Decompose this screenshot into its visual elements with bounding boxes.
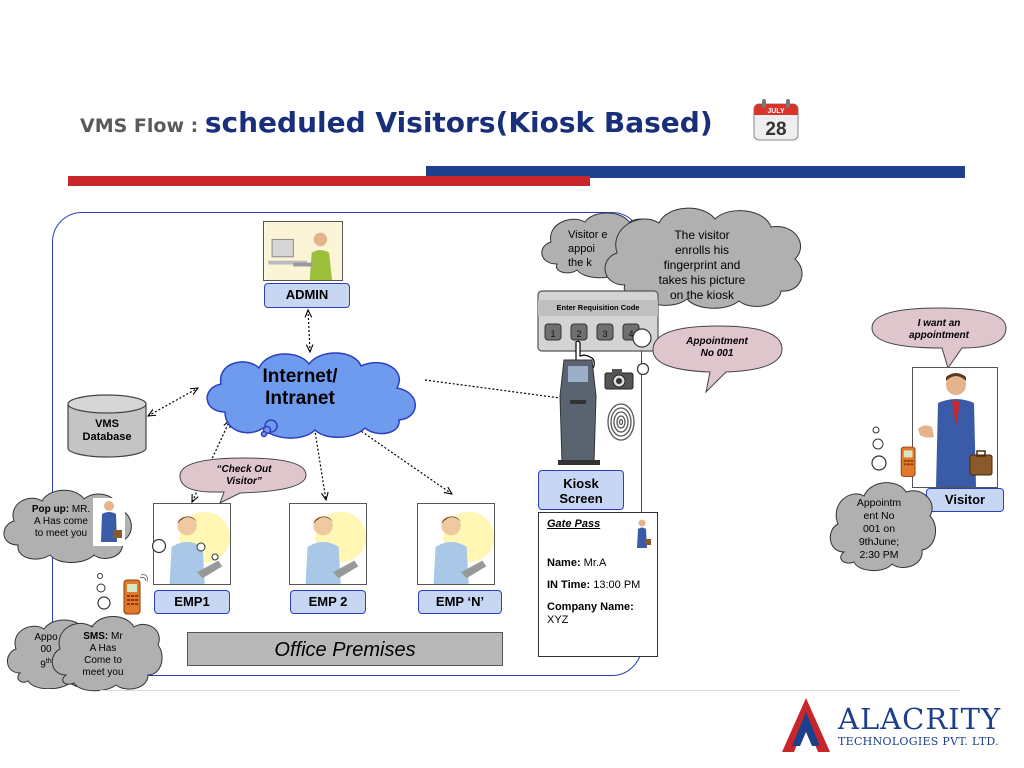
back-enroll-cloud-text: Visitor e appoi the k — [568, 229, 608, 269]
popup-cloud-text: Pop up: MR. A Has come to meet you — [31, 504, 91, 539]
kiosk-key-4: 4 — [628, 329, 634, 339]
appointment-callout-text: Appointment No 001 — [686, 336, 748, 359]
want-appointment-text: I want an appointment — [909, 318, 969, 341]
internet-cloud-label: Internet/ Intranet — [262, 366, 338, 409]
emp2-photo — [289, 503, 367, 585]
admin-internet-link — [308, 310, 310, 352]
enroll-cloud-text: The visitor enrolls his fingerprint and … — [658, 228, 746, 302]
title-bar-blue — [426, 166, 965, 178]
gate-pass-title: Gate Pass — [547, 518, 601, 530]
calendar-icon: JULY 28 — [753, 99, 799, 141]
internet-kiosk-link — [424, 379, 561, 399]
vms-database-icon — [67, 394, 147, 458]
kiosk-key-2: 2 — [576, 329, 582, 339]
appointment-callout — [652, 325, 783, 394]
checkout-callout-text: “Check Out Visitor” — [216, 464, 272, 487]
calendar-day: 28 — [765, 119, 786, 140]
phone-icon — [123, 574, 148, 615]
empn-photo — [417, 503, 495, 585]
visitor-appointment-text: Appointm ent No 001 on 9thJune; 2:30 PM — [856, 497, 902, 561]
back-sms-cloud-text: Appo 00 9th — [34, 632, 58, 671]
internet-empn-link — [345, 420, 452, 494]
visitor-appointment-cloud — [829, 482, 937, 571]
phone-thought-dots — [96, 573, 111, 610]
title-prefix: VMS Flow : — [80, 115, 205, 137]
admin-label: ADMIN — [264, 283, 350, 308]
checkout-callout — [179, 457, 307, 505]
visitor-photo — [912, 367, 998, 488]
sms-cloud-text: SMS: Mr A Has Come to meet you — [82, 631, 124, 678]
admin-photo — [263, 221, 343, 281]
alacrity-logo-name: ALACRITY — [838, 702, 1002, 736]
gate-pass-visitor-icon — [637, 519, 651, 548]
empn-label: EMP ‘N’ — [418, 590, 502, 614]
page-title: VMS Flow : scheduled Visitors(Kiosk Base… — [80, 106, 713, 139]
title-bar-red — [68, 176, 590, 186]
kiosk-keypad-panel — [537, 290, 659, 352]
want-appointment-callout — [871, 307, 1007, 370]
sms-cloud — [51, 616, 163, 692]
alacrity-logo-sub: TECHNOLOGIES PVT. LTD. — [838, 735, 999, 748]
alacrity-logo-mark — [782, 698, 830, 752]
calendar-month: JULY — [767, 108, 785, 115]
kiosk-key-1: 1 — [550, 329, 556, 339]
fingerprint-icon — [607, 403, 635, 441]
kiosk-header-text: Enter Requisition Code — [556, 303, 640, 312]
visitor-thumbnail-icon — [93, 498, 125, 546]
visitor-label: Visitor — [926, 488, 1004, 512]
kiosk-screen-label: Kiosk Screen — [538, 470, 624, 510]
title-main: scheduled Visitors(Kiosk Based) — [204, 106, 713, 139]
kiosk-key-3: 3 — [602, 329, 608, 339]
emp1-photo — [153, 503, 231, 585]
office-premises-boundary — [52, 212, 642, 676]
internet-emp2-link — [314, 425, 326, 500]
internet-db-link — [148, 388, 198, 416]
camera-icon — [604, 369, 634, 390]
internet-cloud-icon — [206, 352, 416, 439]
kiosk-machine-icon — [558, 359, 600, 465]
footer-divider — [100, 690, 960, 691]
appointment-thought-dots — [632, 328, 652, 376]
enroll-cloud — [604, 207, 803, 309]
emp1-label: EMP1 — [154, 590, 230, 614]
office-premises-label: Office Premises — [187, 632, 503, 666]
emp2-label: EMP 2 — [290, 590, 366, 614]
visitor-thought-dots — [871, 426, 887, 471]
vms-database-label: VMS Database — [82, 418, 132, 443]
visitor-phone-icon — [900, 446, 916, 477]
emp1-thought-dots — [151, 538, 219, 561]
